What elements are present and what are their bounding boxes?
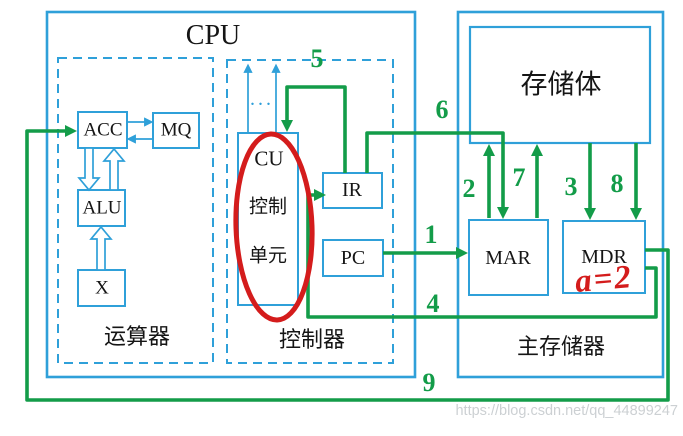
green-flow-paths xyxy=(25,85,670,402)
main-memory-box xyxy=(456,10,665,379)
hollow-arrows xyxy=(77,147,126,271)
acc-label: ACC xyxy=(83,119,123,141)
watermark: https://blog.csdn.net/qq_44899247 xyxy=(455,403,678,419)
flow-5-ir-to-cu xyxy=(280,85,347,173)
cu-title-label: CU xyxy=(254,146,284,171)
step-6-label: 6 xyxy=(435,95,449,124)
step-2-label: 2 xyxy=(462,174,476,203)
cu-sub1-label: 控制 xyxy=(248,196,288,218)
step-3-label: 3 xyxy=(564,172,578,201)
mdr-box xyxy=(562,220,646,294)
blue-connectors xyxy=(126,63,281,144)
control-unit-dashed-box xyxy=(226,59,394,364)
ir-label: IR xyxy=(342,179,362,201)
pc-box xyxy=(322,239,384,277)
alu-to-acc-hollow-arrow xyxy=(102,147,126,191)
cu-sub2-label: 单元 xyxy=(248,245,288,267)
alu-label: ALU xyxy=(82,197,122,219)
alu-box xyxy=(77,189,126,227)
step-1-label: 1 xyxy=(424,220,438,249)
step-8-label: 8 xyxy=(610,169,624,198)
control-unit-label: 控制器 xyxy=(278,327,346,352)
cpu-box xyxy=(45,10,417,379)
mar-label: MAR xyxy=(485,247,531,269)
mar-box xyxy=(468,219,549,296)
x-to-alu-hollow-arrow xyxy=(89,225,113,271)
handwritten-annotation: a=2 xyxy=(573,259,635,300)
arith-unit-label: 运算器 xyxy=(103,324,171,349)
step-7-label: 7 xyxy=(512,163,526,192)
cpu-title: CPU xyxy=(185,20,241,51)
memory-bank-label: 存储体 xyxy=(520,69,602,100)
step-9-label: 9 xyxy=(422,368,436,397)
step-4-label: 4 xyxy=(426,289,440,318)
mq-box xyxy=(152,112,200,149)
main-memory-label: 主存储器 xyxy=(516,334,606,359)
arith-unit-dashed-box xyxy=(57,57,214,364)
acc-box xyxy=(77,111,128,149)
flow-9-mdr-to-acc xyxy=(25,124,670,402)
mdr-label: MDR xyxy=(581,246,627,268)
memory-bank-box xyxy=(468,25,652,145)
red-circle-annotation xyxy=(233,131,315,323)
step-5-label: 5 xyxy=(310,44,324,73)
flow-6-ir-to-mar xyxy=(365,131,510,220)
pc-label: PC xyxy=(340,247,366,269)
x-label: X xyxy=(95,277,109,299)
cu-ellipsis: ··· xyxy=(249,96,275,113)
acc-to-alu-hollow-arrow xyxy=(77,147,101,192)
mq-label: MQ xyxy=(160,119,192,141)
